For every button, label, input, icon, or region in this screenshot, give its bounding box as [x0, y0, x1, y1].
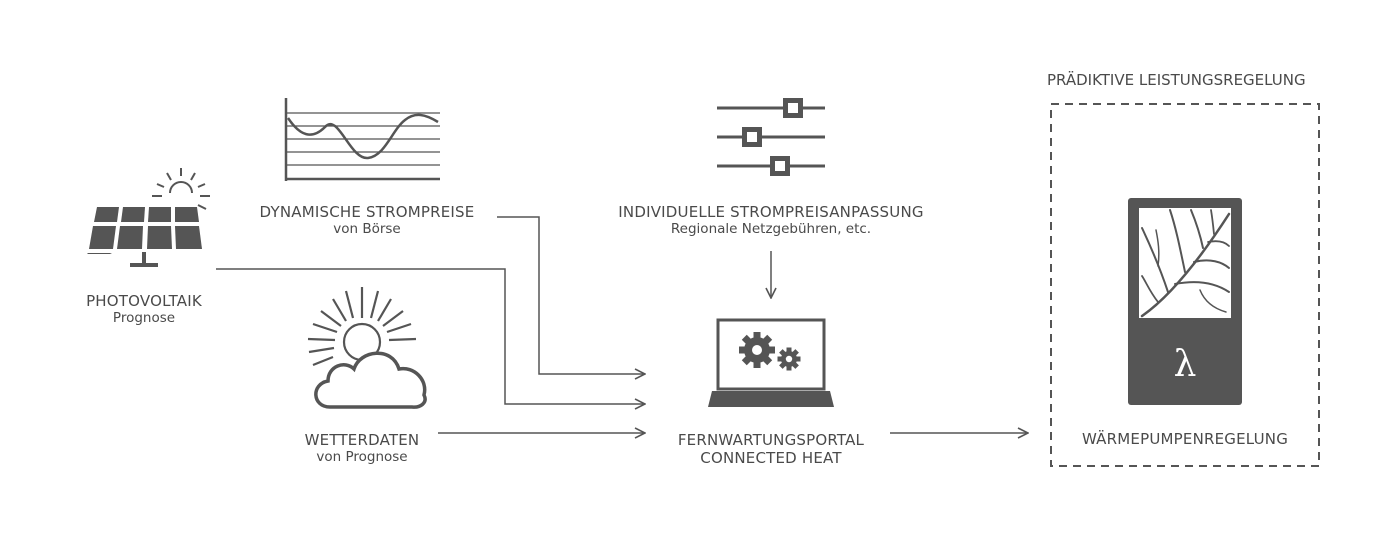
node-wetterdaten-label: WETTERDATEN von Prognose — [282, 431, 442, 465]
waermepumpe-title: WÄRMEPUMPENREGELUNG — [1081, 430, 1289, 448]
anpassung-title: INDIVIDUELLE STROMPREISANPASSUNG — [618, 203, 924, 221]
strompreise-subtitle: von Börse — [333, 221, 401, 237]
photovoltaik-subtitle: Prognose — [112, 310, 176, 326]
wetterdaten-title: WETTERDATEN — [304, 431, 420, 449]
wetterdaten-subtitle: von Prognose — [316, 449, 408, 465]
node-photovoltaik-label: PHOTOVOLTAIK Prognose — [64, 292, 224, 326]
node-waermepumpe-label: WÄRMEPUMPENREGELUNG — [1075, 430, 1295, 448]
laptop-gears-icon — [708, 318, 834, 407]
photovoltaik-title: PHOTOVOLTAIK — [86, 292, 202, 310]
leaf-vein-pattern — [1140, 209, 1231, 318]
heat-pump-icon — [1128, 198, 1242, 405]
connectors — [216, 216, 1028, 433]
strompreise-title: DYNAMISCHE STROMPREISE — [259, 203, 475, 221]
solar-panel-icon — [87, 168, 210, 267]
large-gear-icon — [739, 332, 775, 368]
weather-icon — [307, 287, 427, 409]
anpassung-subtitle: Regionale Netzgebühren, etc. — [670, 221, 872, 237]
connector-photovoltaik-to-portal — [216, 268, 645, 404]
lambda-badge: λ — [1174, 344, 1197, 385]
node-strompreise-label: DYNAMISCHE STROMPREISE von Börse — [247, 203, 487, 237]
node-anpassung-label: INDIVIDUELLE STROMPREISANPASSUNG Regiona… — [601, 203, 941, 237]
portal-title: FERNWARTUNGSPORTAL — [677, 431, 865, 449]
sliders-icon — [717, 98, 825, 176]
frame-title: PRÄDIKTIVE LEISTUNGSREGELUNG — [1047, 71, 1306, 89]
predictive-control-frame — [1050, 103, 1320, 467]
price-chart-icon — [284, 98, 440, 181]
node-portal-label: FERNWARTUNGSPORTAL CONNECTED HEAT — [661, 431, 881, 467]
portal-subtitle: CONNECTED HEAT — [700, 449, 842, 467]
small-gear-icon — [777, 347, 801, 371]
connector-strompreise-to-portal — [497, 216, 645, 374]
